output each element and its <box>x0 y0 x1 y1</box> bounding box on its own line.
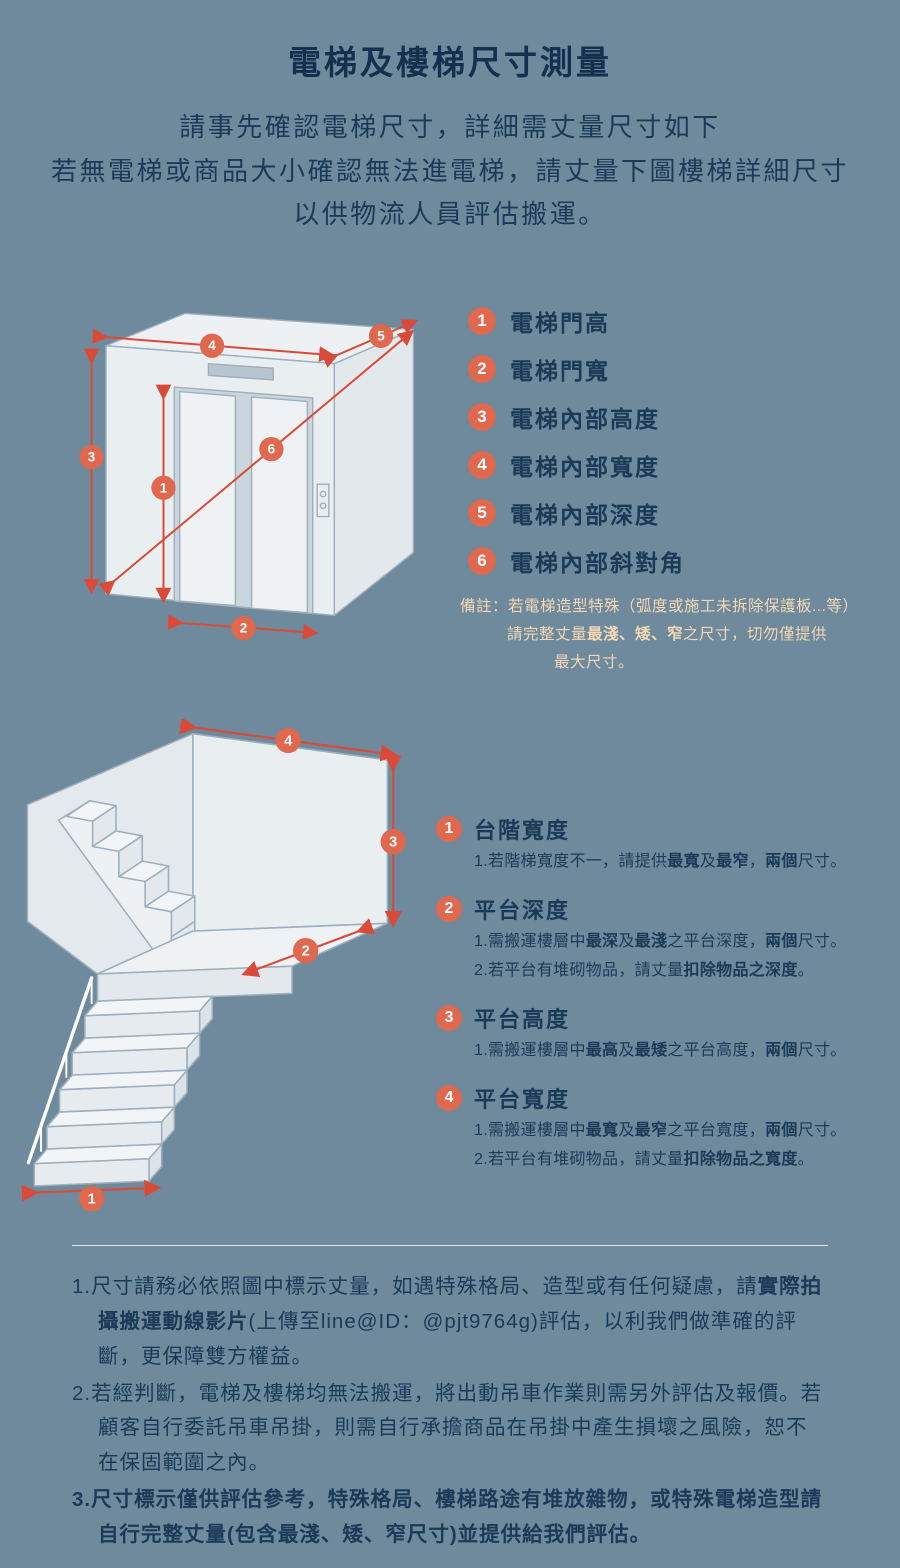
marker-badge-2 <box>293 937 319 964</box>
legend-label-1: 電梯門高 <box>510 310 610 337</box>
footer-note-1: 1.尺寸請務必依照圖中標示丈量，如遇特殊格局、造型或有任何疑慮，請實際拍攝搬運動… <box>72 1275 823 1368</box>
stairs-title-4: 平台寬度 <box>474 1087 571 1113</box>
legend-badge-1: 1 <box>468 307 496 336</box>
handrail <box>26 976 94 1165</box>
marker-num-1: 1 <box>88 1192 96 1208</box>
stairs-markers: 4 3 2 1 <box>79 727 406 1212</box>
marker-badge-4 <box>199 333 225 358</box>
stairs-item-2-heading: 2 平台深度 <box>436 893 888 925</box>
legend-badge-4: 4 <box>468 451 496 480</box>
marker-num-1: 1 <box>160 480 168 495</box>
legend-badge-6: 6 <box>468 547 496 576</box>
note-line-2: 請完整丈量最淺、矮、窄之尺寸，切勿僅提供 <box>507 625 828 643</box>
measure-diagonal <box>98 329 415 597</box>
marker-num-2: 2 <box>240 621 248 636</box>
marker-num-3: 3 <box>389 835 397 851</box>
marker-badge-1 <box>151 475 176 500</box>
legend-label-3: 電梯內部高度 <box>510 406 660 433</box>
stairs-diagram-illustration: 4 3 2 1 <box>21 719 406 1212</box>
elevator-markers: 3 1 2 4 5 6 <box>79 323 394 641</box>
right-wall <box>192 732 389 932</box>
stairs-item-1-heading: 1 台階寬度 <box>436 813 888 845</box>
stairs-item-4-line-2: 2.若平台有堆砌物品，請丈量扣除物品之寬度。 <box>474 1151 814 1169</box>
stairs-item-3-line-1: 1.需搬運樓層中最高及最矮之平台高度，兩個尺寸。 <box>474 1042 847 1060</box>
stairs-item-3-heading: 3 平台高度 <box>436 1002 888 1034</box>
marker-num-4: 4 <box>208 338 216 353</box>
legend-badge-5: 5 <box>468 499 496 528</box>
elevator-door-left-panel <box>178 390 237 607</box>
stairs-item-4-line-1: 1.需搬運樓層中最寬及最窄之平台寬度，兩個尺寸。 <box>474 1122 847 1140</box>
legend-badge-2: 2 <box>468 355 496 384</box>
elevator-door-right-panel <box>250 396 309 614</box>
stairs-badge-3: 3 <box>436 1005 462 1032</box>
intro-line-3: 以供物流人員評估搬運。 <box>293 199 607 230</box>
stairs-item-4-heading: 4 平台寬度 <box>436 1082 888 1114</box>
elevator-box <box>105 312 415 617</box>
marker-badge-6 <box>259 436 284 462</box>
legend-item-5: 5 電梯內部深度 <box>468 489 685 537</box>
footer-note-3: 3.尺寸標示僅供評估參考，特殊格局、樓梯路途有堆放雜物，或特殊電梯造型請自行完整… <box>72 1488 823 1546</box>
marker-num-5: 5 <box>377 328 385 343</box>
stairs-title-3: 平台高度 <box>474 1007 571 1033</box>
footer-note-2: 2.若經判斷，電梯及樓梯均無法搬運，將出動吊車作業則需另外評估及報價。若顧客自行… <box>72 1381 823 1475</box>
legend-item-1: 1 電梯門高 <box>468 297 685 345</box>
marker-badge-5 <box>368 323 394 348</box>
stairs-item-1-line-1: 1.若階梯寬度不一，請提供最寬及最窄，兩個尺寸。 <box>474 853 847 871</box>
stairs-title-2: 平台深度 <box>474 898 571 924</box>
intro-line-1: 請事先確認電梯尺寸，詳細需丈量尺寸如下 <box>179 112 721 142</box>
legend-badge-3: 3 <box>468 403 496 432</box>
marker-num-4: 4 <box>284 733 293 749</box>
stairs-item-2-line-1: 1.需搬運樓層中最深及最淺之平台深度，兩個尺寸。 <box>474 933 847 951</box>
elevator-diagram-illustration: 3 1 2 4 5 6 <box>79 312 418 641</box>
stairs-badge-1: 1 <box>436 816 462 843</box>
intro-line-2: 若無電梯或商品大小確認無法進電梯，請丈量下圖樓梯詳細尺寸 <box>50 155 849 186</box>
elevator-note: 備註：若電梯造型特殊（弧度或施工未拆除保護板...等） 請完整丈量最淺、矮、窄之… <box>460 593 890 677</box>
marker-num-6: 6 <box>268 442 276 457</box>
stairs-badge-4: 4 <box>436 1085 462 1112</box>
elevator-button-panel <box>316 483 330 518</box>
note-line-1: 備註：若電梯造型特殊（弧度或施工未拆除保護板...等） <box>460 598 859 616</box>
marker-num-2: 2 <box>302 943 310 959</box>
page-title: 電梯及樓梯尺寸測量 <box>288 44 612 81</box>
stairs-badge-2: 2 <box>436 896 462 923</box>
marker-badge-3 <box>79 445 104 470</box>
stairs-title-1: 台階寬度 <box>474 818 571 844</box>
elevator-section: 3 1 2 4 5 6 1 電梯門高 2 電梯門寬 <box>0 277 900 717</box>
stairs-item-4: 4 平台寬度 1.需搬運樓層中最寬及最窄之平台寬度，兩個尺寸。 2.若平台有堆砌… <box>436 1082 888 1172</box>
stairs-item-1: 1 台階寬度 1.若階梯寬度不一，請提供最寬及最窄，兩個尺寸。 <box>436 813 888 874</box>
stairs-item-3: 3 平台高度 1.需搬運樓層中最高及最矮之平台高度，兩個尺寸。 <box>436 1002 888 1063</box>
marker-badge-3 <box>380 829 406 855</box>
note-line-3: 最大尺寸。 <box>554 653 635 671</box>
marker-badge-1 <box>79 1186 105 1212</box>
marker-badge-2 <box>231 615 256 641</box>
elevator-legend: 1 電梯門高 2 電梯門寬 3 電梯內部高度 4 電梯內部寬度 5 電梯內部深度… <box>468 297 685 585</box>
legend-label-4: 電梯內部寬度 <box>510 454 660 481</box>
marker-badge-4 <box>275 727 301 754</box>
marker-num-3: 3 <box>88 450 95 465</box>
upper-stair-flight <box>57 800 196 966</box>
lower-stair-flight <box>33 995 214 1187</box>
footer-notes: 1.尺寸請務必依照圖中標示丈量，如遇特殊格局、造型或有任何疑慮，請實際拍攝搬運動… <box>72 1245 828 1553</box>
legend-item-3: 3 電梯內部高度 <box>468 393 685 441</box>
intro-text: 請事先確認電梯尺寸，詳細需丈量尺寸如下 若無電梯或商品大小確認無法進電梯，請丈量… <box>0 106 900 237</box>
legend-item-2: 2 電梯門寬 <box>468 345 685 393</box>
legend-label-5: 電梯內部深度 <box>510 502 660 529</box>
legend-item-6: 6 電梯內部斜對角 <box>468 537 685 585</box>
stairs-legend: 1 台階寬度 1.若階梯寬度不一，請提供最寬及最窄，兩個尺寸。 2 平台深度 1… <box>436 813 888 1191</box>
stairs-item-2-line-2: 2.若平台有堆砌物品，請丈量扣除物品之深度。 <box>474 962 814 980</box>
legend-label-2: 電梯門寬 <box>510 358 610 385</box>
stairs-item-2: 2 平台深度 1.需搬運樓層中最深及最淺之平台深度，兩個尺寸。 2.若平台有堆砌… <box>436 893 888 983</box>
legend-label-6: 電梯內部斜對角 <box>510 550 685 577</box>
legend-item-4: 4 電梯內部寬度 <box>468 441 685 489</box>
stairs-section: 4 3 2 1 1 台階寬度 1.若階梯寬度不一，請提供最寬及最窄，兩個尺寸。 … <box>0 717 900 1245</box>
